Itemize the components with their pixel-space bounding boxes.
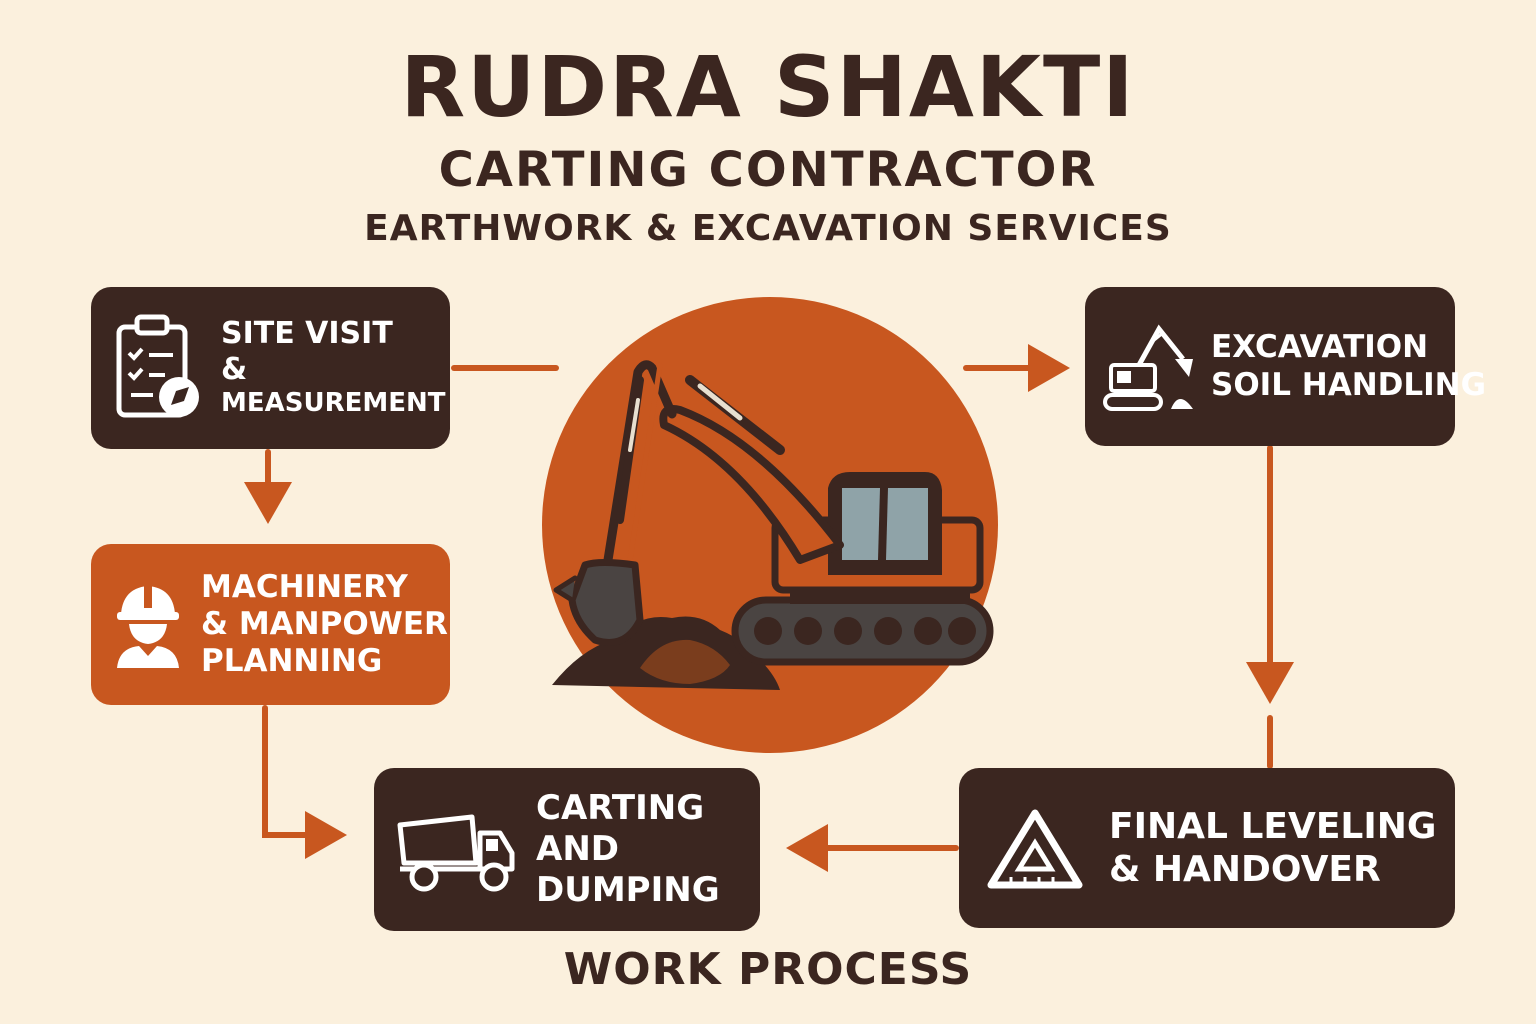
step-label: CARTING AND DUMPING bbox=[536, 788, 720, 910]
step-site-visit: SITE VISIT & MEASUREMENT bbox=[91, 287, 450, 449]
step-label: MACHINERY & MANPOWER PLANNING bbox=[201, 568, 448, 680]
step-label: SITE VISIT & MEASUREMENT bbox=[221, 316, 446, 419]
step-excavation: EXCAVATION SOIL HANDLING bbox=[1085, 287, 1486, 446]
step-label: EXCAVATION SOIL HANDLING bbox=[1211, 329, 1487, 403]
dump-truck-icon bbox=[396, 805, 516, 895]
arrow-planning-to-carting bbox=[262, 705, 347, 859]
page-subtitle: CARTING CONTRACTOR bbox=[438, 142, 1098, 198]
page-tagline: EARTHWORK & EXCAVATION SERVICES bbox=[364, 208, 1172, 249]
footer-caption: WORK PROCESS bbox=[563, 944, 973, 995]
clipboard-compass-icon bbox=[113, 313, 203, 423]
worker-hardhat-icon bbox=[113, 580, 183, 670]
step-final-leveling: FINAL LEVELING & HANDOVER bbox=[959, 768, 1455, 928]
step-label: FINAL LEVELING & HANDOVER bbox=[1109, 805, 1437, 890]
excavator-illustration bbox=[552, 360, 994, 690]
step-machinery-planning: MACHINERY & MANPOWER PLANNING bbox=[91, 544, 450, 705]
excavator-icon bbox=[1101, 319, 1197, 415]
flow-arrows bbox=[244, 344, 1294, 872]
step-carting-dumping: CARTING AND DUMPING bbox=[374, 768, 760, 931]
page-title: RUDRA SHAKTI bbox=[400, 38, 1136, 136]
leveling-triangle-icon bbox=[985, 803, 1085, 893]
